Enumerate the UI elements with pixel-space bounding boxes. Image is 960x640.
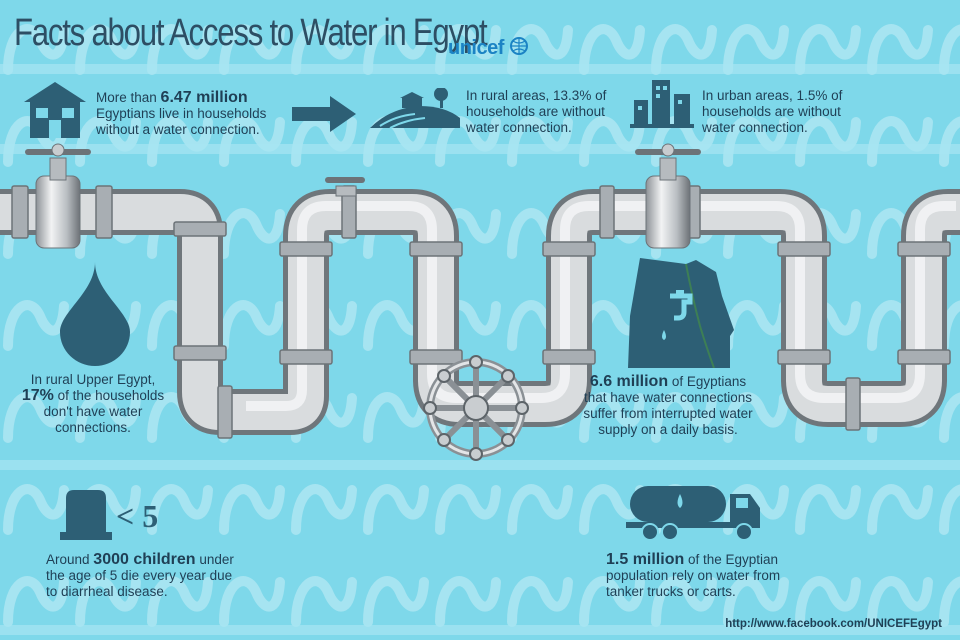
facebook-link[interactable]: http://www.facebook.com/UNICEFEgypt: [725, 618, 942, 630]
tanker-highlight: 1.5 million: [606, 551, 685, 568]
unicef-logo: unicef: [448, 36, 529, 60]
globe-icon: [509, 37, 528, 55]
buildings-icon: [630, 80, 694, 128]
gravestone-icon: [60, 490, 112, 540]
urban-fact: In urban areas, 1.5% of households are w…: [702, 88, 843, 135]
interrupted-suffix: of Egyptians that have water connections…: [583, 374, 753, 437]
upper-egypt-highlight: 17%: [21, 387, 54, 404]
rural-fact: In rural areas, 13.3% of households are …: [466, 88, 607, 135]
tanker-suffix: of the Egyptian population rely on water…: [606, 552, 781, 599]
children-fact: Around 3000 children under the age of 5 …: [46, 552, 236, 600]
households-suffix: Egyptians live in households without a w…: [96, 106, 267, 137]
arrow-right-icon: [292, 96, 356, 132]
households-fact: More than 6.47 million Egyptians live in…: [96, 90, 286, 138]
children-highlight: 3000 children: [93, 551, 196, 568]
upper-egypt-suffix: of the households don't have water conne…: [43, 388, 165, 435]
interrupted-highlight: 6.6 million: [589, 373, 669, 390]
under-five-symbol: < 5: [116, 498, 159, 534]
page-title: Facts about Access to Water in Egypt: [14, 12, 488, 54]
upper-egypt-fact: In rural Upper Egypt, 17% of the househo…: [18, 372, 168, 436]
tanker-fact: 1.5 million of the Egyptian population r…: [606, 552, 796, 600]
egypt-map-icon: [628, 258, 734, 368]
households-highlight: 6.47 million: [160, 89, 248, 106]
tanker-truck-icon: [626, 486, 760, 540]
upper-egypt-prefix: In rural Upper Egypt,: [30, 372, 156, 387]
households-prefix: More than: [96, 90, 161, 105]
farm-icon: [370, 88, 460, 128]
water-drop-icon: [60, 262, 130, 366]
children-prefix: Around: [46, 552, 94, 567]
house-icon: [24, 82, 86, 138]
interrupted-fact: 6.6 million of Egyptians that have water…: [578, 374, 758, 438]
children-suffix: under the age of 5 die every year due to…: [46, 552, 234, 599]
brand-name: unicef: [448, 37, 504, 59]
